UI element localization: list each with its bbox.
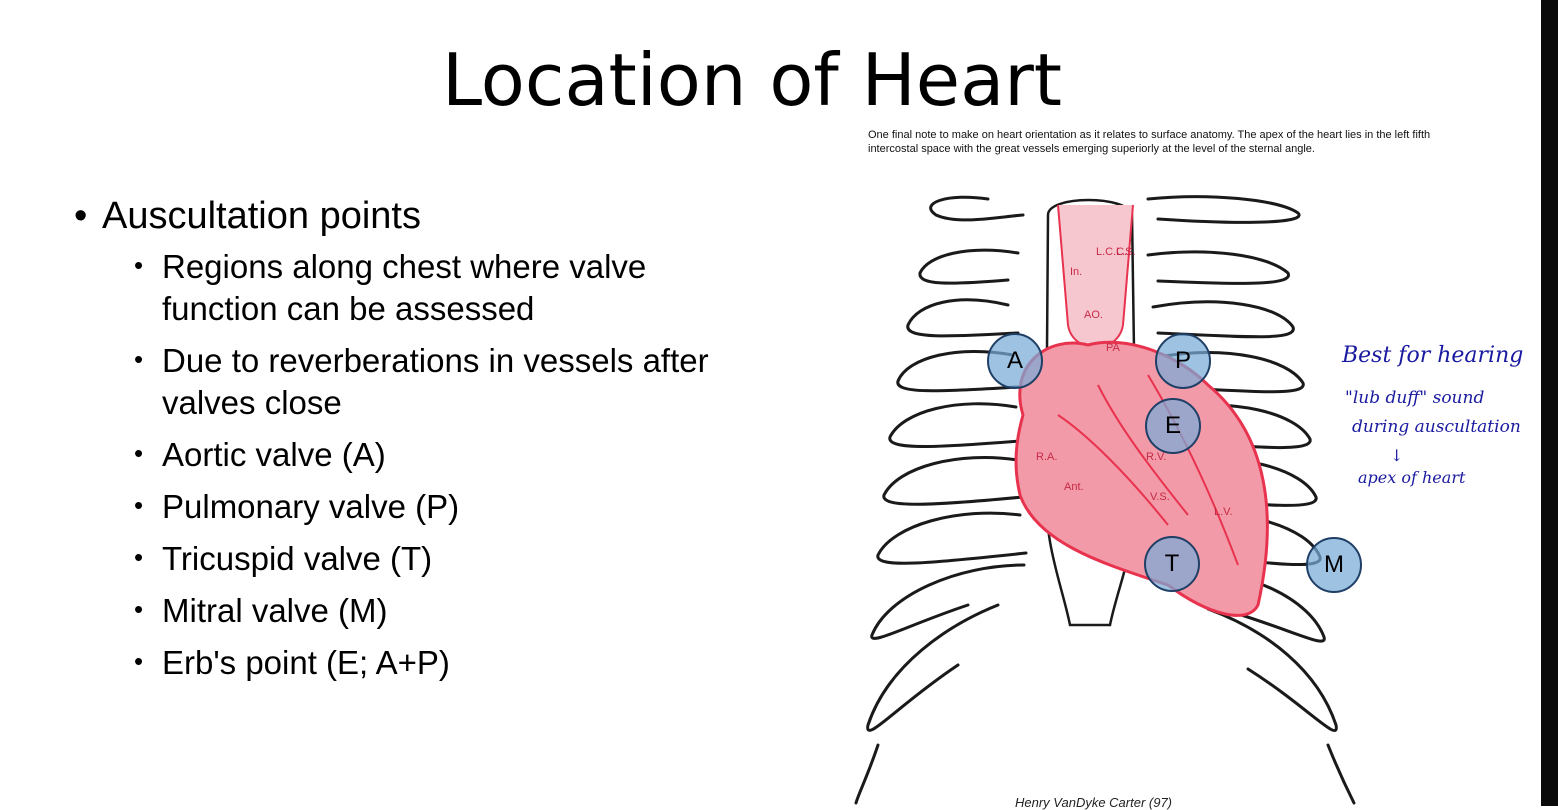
sub-bullet: • Regions along chest where valve functio… <box>134 246 722 330</box>
label-vs: V.S. <box>1150 491 1170 503</box>
sub-bullet-text: Regions along chest where valve function… <box>162 248 647 327</box>
ribcage-heart-illustration: In. L.C.C. L.S. AO. PA R.A. R.V. V.S. L.… <box>854 195 1356 805</box>
tricuspid-marker: T <box>1144 536 1200 592</box>
bullet-main-text: Auscultation points <box>102 195 421 237</box>
label-rv: R.V. <box>1146 451 1166 463</box>
sub-bullet-list: • Regions along chest where valve functio… <box>74 246 774 684</box>
slide-note: One final note to make on heart orientat… <box>868 129 1431 155</box>
label-ls: L.S. <box>1116 246 1136 258</box>
ribs-left <box>854 195 1028 805</box>
label-ra: R.A. <box>1036 451 1057 463</box>
bullet-dot: • <box>74 195 88 237</box>
handwritten-line-1: Best for hearing <box>1342 343 1524 368</box>
label-lcc: L.C.C. <box>1096 246 1127 258</box>
label-lv: L.V. <box>1214 506 1233 518</box>
label-ao: AO. <box>1084 309 1103 321</box>
sub-bullet-text: Aortic valve (A) <box>162 436 386 473</box>
label-pa: PA <box>1106 342 1121 354</box>
handwritten-line-2: "lub duff" sound <box>1345 388 1485 408</box>
sub-bullet-text: Mitral valve (M) <box>162 592 388 629</box>
bullet-dot: • <box>134 542 144 572</box>
bullet-list: • Auscultation points • Regions along che… <box>74 190 774 694</box>
pulmonary-marker: P <box>1155 333 1211 389</box>
bullet-dot: • <box>134 250 144 280</box>
bullet-dot: • <box>134 490 144 520</box>
handwritten-line-4: apex of heart <box>1358 468 1466 487</box>
sub-bullet-text: Pulmonary valve (P) <box>162 488 460 525</box>
heart <box>1014 340 1269 617</box>
sub-bullet-text: Erb's point (E; A+P) <box>162 644 450 681</box>
handwritten-arrow: ↓ <box>1390 446 1404 465</box>
bullet-dot: • <box>134 646 144 676</box>
erbs-point-marker: E <box>1145 398 1201 454</box>
sub-bullet: • Mitral valve (M) <box>134 590 722 632</box>
bullet-dot: • <box>134 344 144 374</box>
sub-bullet: • Erb's point (E; A+P) <box>134 642 722 684</box>
right-edge-bar <box>1541 0 1558 806</box>
sub-bullet: • Tricuspid valve (T) <box>134 538 722 580</box>
bullet-dot: • <box>134 594 144 624</box>
sub-bullet: • Due to reverberations in vessels after … <box>134 340 722 424</box>
figure-caption: Henry VanDyke Carter (97) <box>1015 795 1173 810</box>
sub-bullet-text: Tricuspid valve (T) <box>162 540 433 577</box>
label-ant: Ant. <box>1064 481 1084 493</box>
sub-bullet: • Pulmonary valve (P) <box>134 486 722 528</box>
heart-striations <box>1057 374 1239 566</box>
bullet-main: • Auscultation points <box>74 190 774 242</box>
label-innominate: In. <box>1070 266 1082 278</box>
handwritten-line-3: during auscultation <box>1352 417 1521 437</box>
mitral-marker: M <box>1306 537 1362 593</box>
sub-bullet-text: Due to reverberations in vessels after v… <box>162 342 709 421</box>
sub-bullet: • Aortic valve (A) <box>134 434 722 476</box>
aortic-marker: A <box>987 333 1043 389</box>
slide-title: Location of Heart <box>441 38 1063 122</box>
bullet-dot: • <box>134 438 144 468</box>
